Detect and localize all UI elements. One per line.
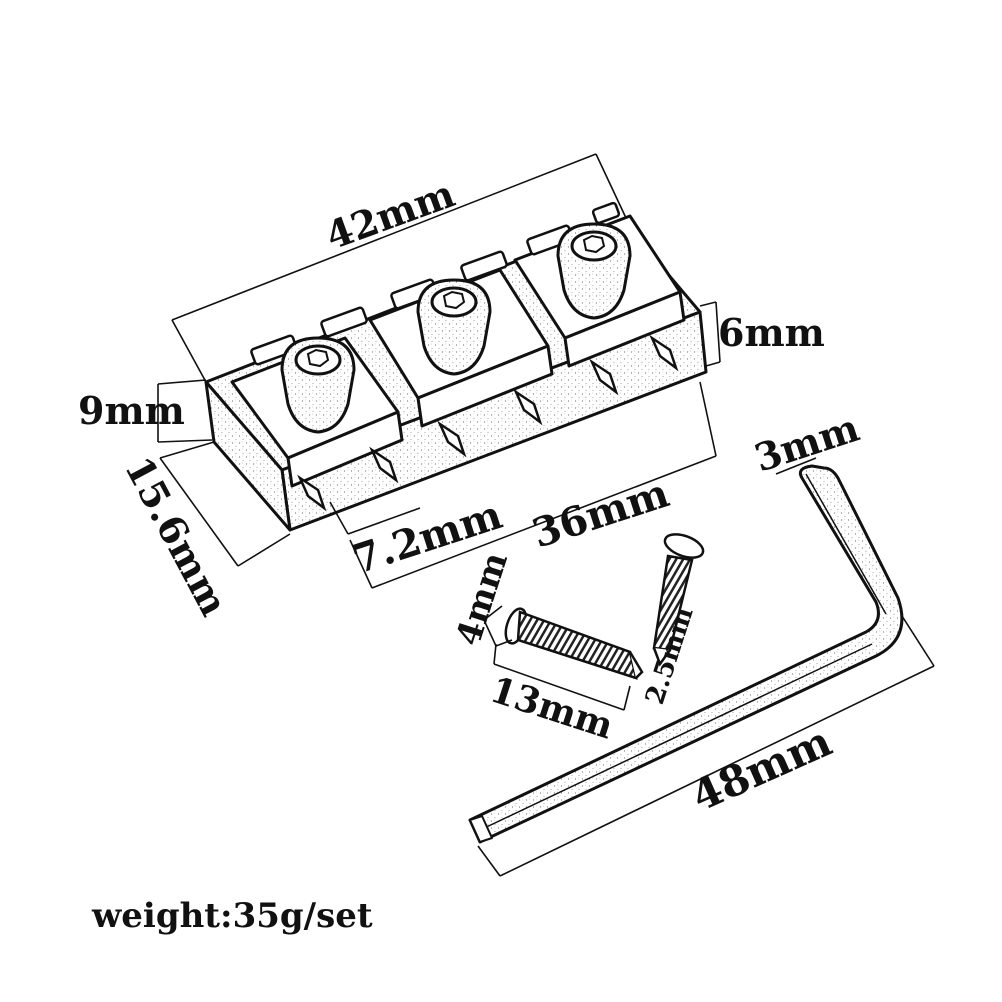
label-nut-depth: 15.6mm	[116, 449, 237, 623]
weight-label: weight:35g/set	[92, 896, 373, 936]
short-screw	[652, 533, 705, 667]
label-screw-length: 13mm	[485, 669, 618, 748]
label-nut-height: 9mm	[78, 388, 185, 433]
string-slots	[250, 201, 621, 366]
clamp-screw-2	[416, 278, 492, 376]
label-small-screw-diameter: 2.5mm	[640, 604, 700, 709]
clamp-screw-1	[280, 336, 356, 434]
dimension-lines	[157, 153, 721, 589]
hex-wrench	[468, 464, 904, 844]
label-pad-height: 6mm	[718, 310, 825, 355]
screw-dimension-lines	[483, 605, 631, 711]
label-nut-length: 42mm	[320, 171, 461, 259]
label-screw-spacing: 36mm	[527, 469, 675, 557]
long-screw	[504, 607, 644, 680]
string-notches	[297, 334, 679, 512]
wrench-dimension-lines	[477, 457, 935, 877]
clamp-screw-3	[556, 222, 632, 320]
